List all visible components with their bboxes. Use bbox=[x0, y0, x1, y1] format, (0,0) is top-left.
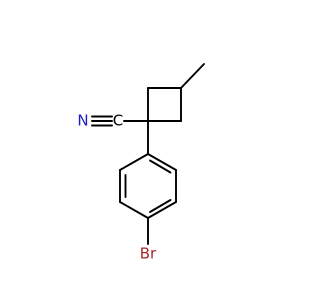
bond-phenyl-inner-1 bbox=[149, 159, 172, 174]
molecule-structure: N C Br bbox=[77, 63, 205, 263]
nitrogen-label: N bbox=[77, 112, 88, 130]
bond-methyl bbox=[180, 63, 205, 89]
bond-phenyl-6 bbox=[119, 153, 149, 171]
nitrile-carbon-label: C bbox=[113, 112, 123, 130]
bromine-label: Br bbox=[140, 245, 157, 263]
bond-phenyl-inner-2 bbox=[149, 199, 172, 213]
bond-phenyl-3 bbox=[147, 201, 177, 219]
bond-phenyl-4 bbox=[119, 201, 149, 219]
bond-phenyl-1 bbox=[147, 153, 177, 171]
